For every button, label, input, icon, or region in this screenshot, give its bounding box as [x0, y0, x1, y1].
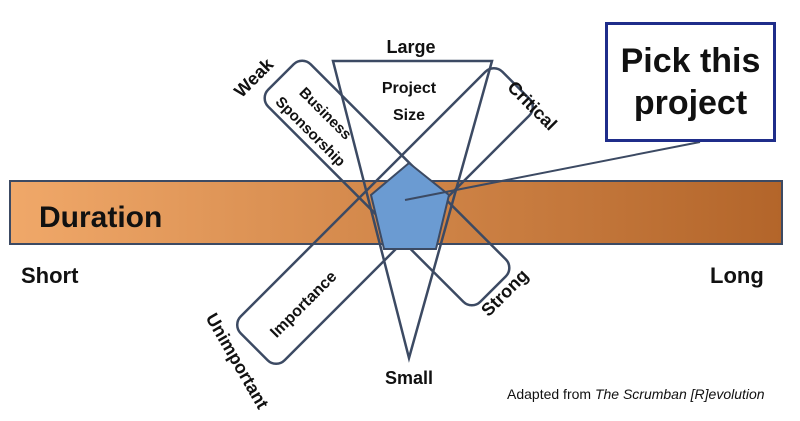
project-size-label-line1: Project: [382, 80, 437, 97]
callout-box: Pick this project: [605, 22, 776, 142]
credit-title: The Scrumban [R]evolution: [594, 386, 765, 402]
callout-connector: [404, 141, 701, 201]
center-pentagon: [369, 161, 451, 250]
project-size-label-line2: Size: [393, 107, 425, 124]
project-size-triangle: [331, 59, 494, 363]
duration-title: Duration: [39, 201, 162, 234]
critical-label: Critical: [504, 77, 561, 134]
credit-prefix: Adapted from: [507, 386, 595, 402]
short-label: Short: [21, 263, 79, 288]
large-label: Large: [386, 37, 435, 57]
small-label: Small: [385, 368, 433, 388]
business-sponsorship-shape: [263, 59, 511, 307]
long-label: Long: [710, 263, 764, 288]
credit-line: Adapted from The Scrumban [R]evolution: [507, 386, 765, 402]
callout-text: Pick this project: [620, 42, 761, 122]
strong-label: Strong: [477, 265, 532, 320]
weak-label: Weak: [230, 53, 278, 101]
